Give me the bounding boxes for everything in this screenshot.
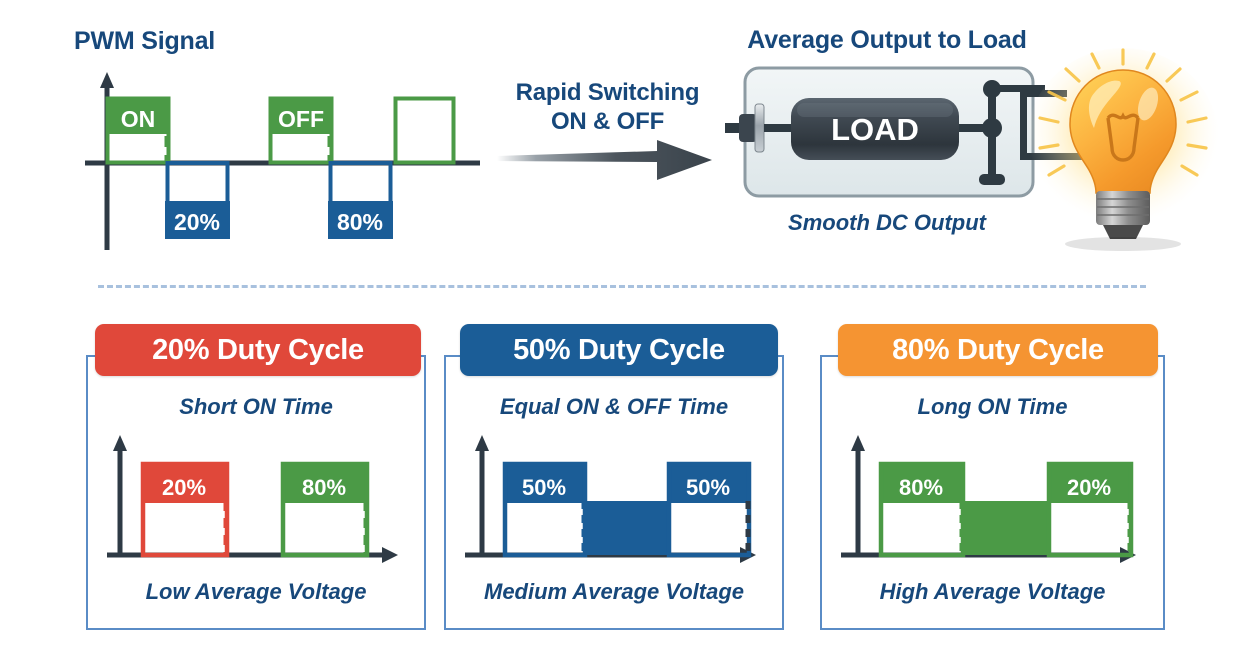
panel-footer: Medium Average Voltage xyxy=(484,579,744,604)
pulse-low-80: 80% xyxy=(328,161,393,239)
duty-cycle-waveform-50: 50% 50% xyxy=(465,435,756,563)
pulse-off: 80% xyxy=(280,461,370,558)
duty-cycle-waveform-80: 80% 20% xyxy=(841,435,1136,563)
bulb-rays xyxy=(1038,48,1208,177)
pulse-label: 20% xyxy=(1067,475,1111,500)
pulse-high-plain xyxy=(393,96,456,165)
rapid-switching-label: Rapid Switching ON & OFF xyxy=(495,78,720,136)
pulse-label: 20% xyxy=(174,209,220,235)
bulb-shadow xyxy=(1065,237,1181,251)
bulb-highlight-right xyxy=(1137,87,1159,121)
x-axis-arrowhead xyxy=(382,547,398,563)
panel-badge: 80% Duty Cycle xyxy=(838,324,1158,376)
average-fill-region xyxy=(964,501,1048,555)
panel-footer: High Average Voltage xyxy=(879,579,1106,604)
right-terminal-wiring xyxy=(959,80,1045,185)
pulse-high-on: ON xyxy=(105,96,171,165)
duty-cycle-panel-20: 20% Duty Cycle Short ON Time 20% 80% Low… xyxy=(86,324,426,630)
pulse-label: 80% xyxy=(337,209,383,235)
panel-subtitle: Long ON Time xyxy=(917,394,1068,419)
duty-cycle-panel-50: 50% Duty Cycle Equal ON & OFF Time 50% 5… xyxy=(444,324,784,630)
average-fill-region xyxy=(586,501,668,555)
pulse-low-20: 20% xyxy=(165,161,230,239)
panel-subtitle: Short ON Time xyxy=(179,394,333,419)
load-label: LOAD xyxy=(831,112,919,147)
pulse-label: 50% xyxy=(686,475,730,500)
bulb-base xyxy=(1096,191,1150,239)
switching-line-2: ON & OFF xyxy=(550,108,665,135)
section-divider xyxy=(98,285,1146,288)
bulb-highlight-left xyxy=(1088,80,1121,128)
panel-badge: 20% Duty Cycle xyxy=(95,324,421,376)
y-axis-arrowhead xyxy=(113,435,127,451)
pulse-on-2: 20% xyxy=(1046,461,1134,558)
pwm-signal-title: PWM Signal xyxy=(74,27,216,55)
pulse-label: 20% xyxy=(162,475,206,500)
average-output-title: Average Output to Load xyxy=(747,26,1027,54)
panel-footer: Low Average Voltage xyxy=(145,579,367,604)
bulb-filament xyxy=(1106,112,1140,162)
duty-cycle-panel-80: 80% Duty Cycle Long ON Time 80% 20% High… xyxy=(820,324,1165,630)
pulse-label: 50% xyxy=(522,475,566,500)
switching-line-1: Rapid Switching xyxy=(515,79,700,106)
y-axis-arrowhead xyxy=(851,435,865,451)
light-bulb-icon xyxy=(1020,48,1219,251)
pulse-label: 80% xyxy=(899,475,943,500)
left-terminal xyxy=(725,103,802,153)
panel-subtitle: Equal ON & OFF Time xyxy=(499,394,729,419)
pulse-on-1: 80% xyxy=(878,461,966,558)
pulse-high-off: OFF xyxy=(268,96,334,165)
panel-badge: 50% Duty Cycle xyxy=(460,324,778,376)
duty-cycle-waveform-20: 20% 80% xyxy=(107,435,398,563)
y-axis-arrowhead xyxy=(475,435,489,451)
smooth-dc-output-label: Smooth DC Output xyxy=(788,210,986,235)
pwm-signal-waveform: ON 20% OFF 80% xyxy=(85,72,480,250)
load-circuit-diagram: LOAD xyxy=(725,66,1045,198)
pulse-on: 20% xyxy=(140,461,230,558)
right-arrow-icon xyxy=(497,140,712,180)
pulse-on-2: 50% xyxy=(666,461,752,558)
pulse-label: ON xyxy=(121,106,156,132)
pulse-on-1: 50% xyxy=(502,461,588,558)
y-axis-arrowhead xyxy=(100,72,114,88)
pulse-label: 80% xyxy=(302,475,346,500)
pulse-label: OFF xyxy=(278,106,324,132)
load-body: LOAD xyxy=(791,98,959,160)
